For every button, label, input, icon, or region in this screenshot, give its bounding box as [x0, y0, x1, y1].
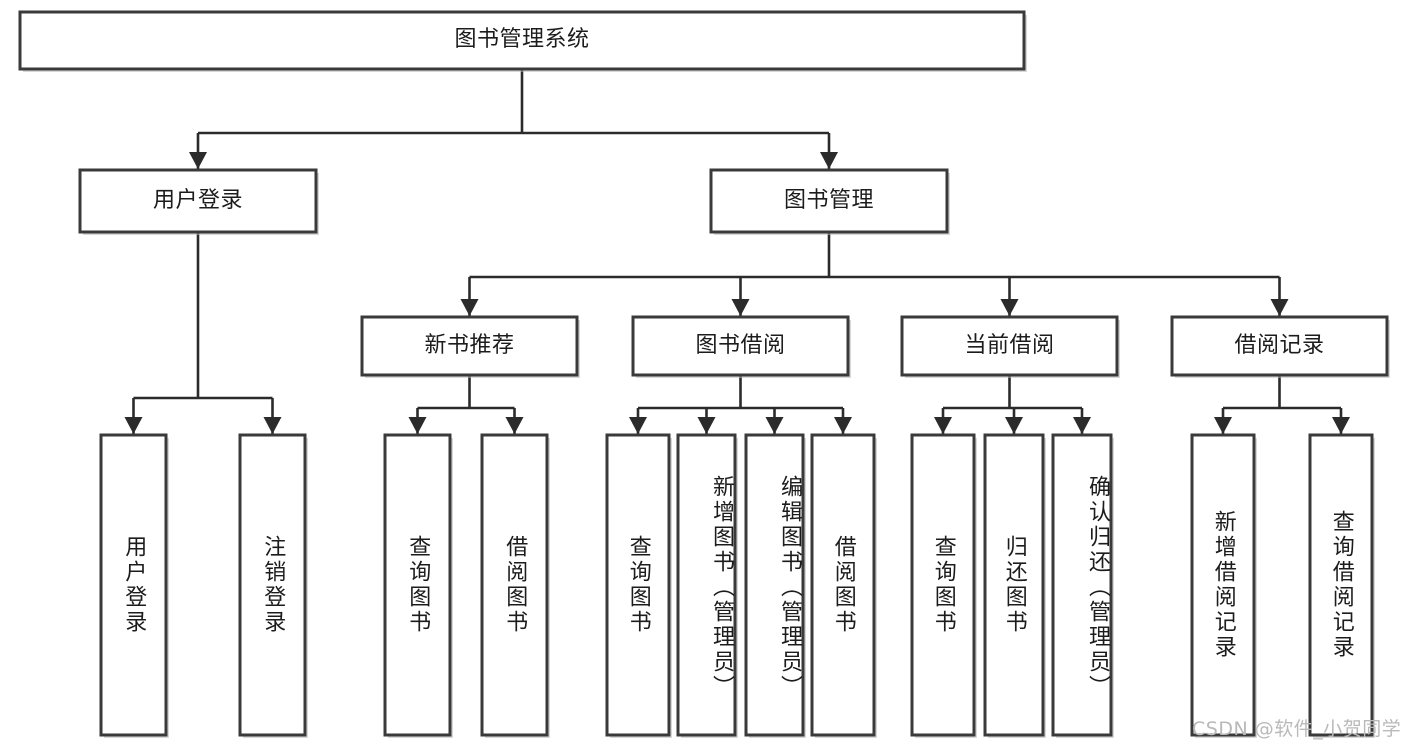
connectors-layer	[124, 69, 1350, 434]
node-leaf-edit-book-admin[interactable]	[744, 433, 805, 737]
arrow-head-icon	[820, 152, 838, 169]
node-book-borrow[interactable]	[631, 315, 850, 377]
arrow-head-icon	[1214, 417, 1232, 434]
node-leaf-user-login[interactable]	[99, 433, 168, 737]
arrow-head-icon	[408, 417, 427, 434]
node-book-management[interactable]	[709, 168, 949, 234]
arrow-head-icon	[1073, 417, 1091, 434]
boxes-layer	[18, 10, 1390, 738]
arrow-head-icon	[697, 417, 716, 434]
node-leaf-logout-login[interactable]	[238, 433, 307, 737]
node-leaf-add-book-admin[interactable]	[676, 433, 737, 737]
node-root[interactable]	[18, 10, 1026, 71]
arrow-head-icon	[1332, 417, 1350, 434]
node-leaf-query-book-rec[interactable]	[383, 433, 452, 737]
arrow-head-icon	[505, 417, 524, 434]
node-current-borrow[interactable]	[900, 315, 1119, 377]
node-leaf-borrow-book-rec[interactable]	[480, 433, 549, 737]
node-leaf-query-book-current[interactable]	[910, 433, 976, 737]
node-new-book-recommend[interactable]	[360, 315, 579, 377]
arrow-head-icon	[765, 417, 784, 434]
arrow-head-icon	[934, 417, 952, 434]
arrow-head-icon	[834, 417, 852, 434]
arrow-head-icon	[124, 417, 143, 434]
node-borrow-record[interactable]	[1170, 315, 1389, 377]
csdn-watermark: CSDN @软件_小贺同学	[1192, 718, 1402, 740]
arrow-head-icon	[263, 417, 282, 434]
node-leaf-return-book[interactable]	[983, 433, 1045, 737]
arrow-head-icon	[1005, 417, 1023, 434]
node-leaf-query-borrow-record[interactable]	[1308, 433, 1374, 737]
node-leaf-add-borrow-record[interactable]	[1190, 433, 1256, 737]
arrow-head-icon	[1000, 299, 1019, 316]
arrow-head-icon	[460, 299, 479, 316]
node-leaf-confirm-return-admin[interactable]	[1051, 433, 1113, 737]
node-leaf-borrow-book-borrow[interactable]	[810, 433, 876, 737]
node-leaf-query-book-borrow[interactable]	[605, 433, 671, 737]
node-user-login[interactable]	[78, 168, 318, 234]
arrow-head-icon	[189, 152, 207, 169]
arrow-head-icon	[731, 299, 750, 316]
arrow-head-icon	[629, 417, 647, 434]
arrow-head-icon	[1270, 299, 1289, 316]
